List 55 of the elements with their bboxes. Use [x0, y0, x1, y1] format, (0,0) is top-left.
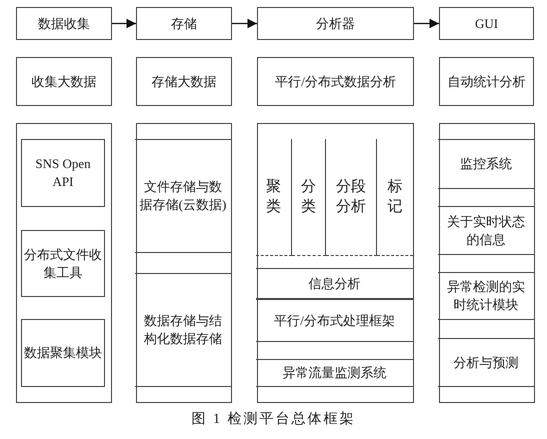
panel-box [439, 123, 535, 403]
process-box [16, 57, 112, 106]
layer-band [256, 268, 413, 299]
node-label: 文件存储与数据存储(云数据) [138, 178, 228, 214]
process-box [16, 7, 112, 40]
layer-band [135, 273, 231, 387]
process-box [439, 7, 534, 40]
node-label: 分析与预测 [454, 354, 518, 372]
layer-band [438, 272, 534, 320]
node-label: 异常流量监测系统 [282, 364, 386, 382]
node-label: SNS Open API [34, 155, 92, 191]
process-box [21, 230, 105, 297]
module-cell [292, 139, 326, 256]
node-label: 平行/分布式处理框架 [274, 312, 395, 330]
node-label: GUI [474, 14, 498, 32]
node-label: 信息分析 [308, 274, 360, 292]
process-box [257, 57, 414, 106]
process-box [439, 57, 534, 106]
process-box [21, 319, 105, 387]
node-label: 关于实时状态的信息 [446, 212, 526, 248]
node-label: 标记 [388, 178, 402, 217]
node-label: 自动统计分析 [448, 72, 526, 90]
layer-band [438, 206, 534, 255]
node-label: 异常检测的实时统计模块 [446, 278, 526, 314]
arrow [232, 18, 257, 28]
arrow [112, 18, 136, 28]
node-label: 存储大数据 [152, 72, 216, 90]
panel-box [257, 123, 414, 403]
process-box [136, 7, 232, 40]
layer-band [135, 139, 231, 253]
module-cell [326, 139, 377, 256]
node-label: 收集大数据 [32, 72, 96, 90]
node-label: 数据聚集模块 [24, 344, 102, 362]
process-box [136, 57, 232, 106]
module-cell [256, 139, 292, 256]
node-label: 分类 [301, 178, 316, 217]
panel-box [136, 123, 232, 403]
layer-band [438, 338, 534, 387]
node-label: 数据收集 [38, 14, 90, 32]
layer-band [256, 359, 413, 387]
process-box [257, 7, 414, 40]
layer-band [256, 299, 413, 342]
node-label: 存储 [171, 14, 197, 32]
process-box [21, 139, 105, 207]
node-label: 数据存储与结构化数据存储 [143, 312, 223, 348]
node-label: 分段分析 [336, 178, 366, 217]
node-label: 平行/分布式数据分析 [275, 72, 396, 90]
node-label: 监控系统 [460, 155, 512, 173]
node-label: 聚类 [266, 178, 281, 217]
layer-band [438, 139, 534, 189]
node-label: 分析器 [316, 14, 355, 32]
arrow [414, 18, 439, 28]
caption: 图 1 检测平台总体框架 [192, 412, 356, 427]
node-label: 分布式文件收集工具 [24, 246, 102, 282]
panel-box [16, 123, 112, 403]
